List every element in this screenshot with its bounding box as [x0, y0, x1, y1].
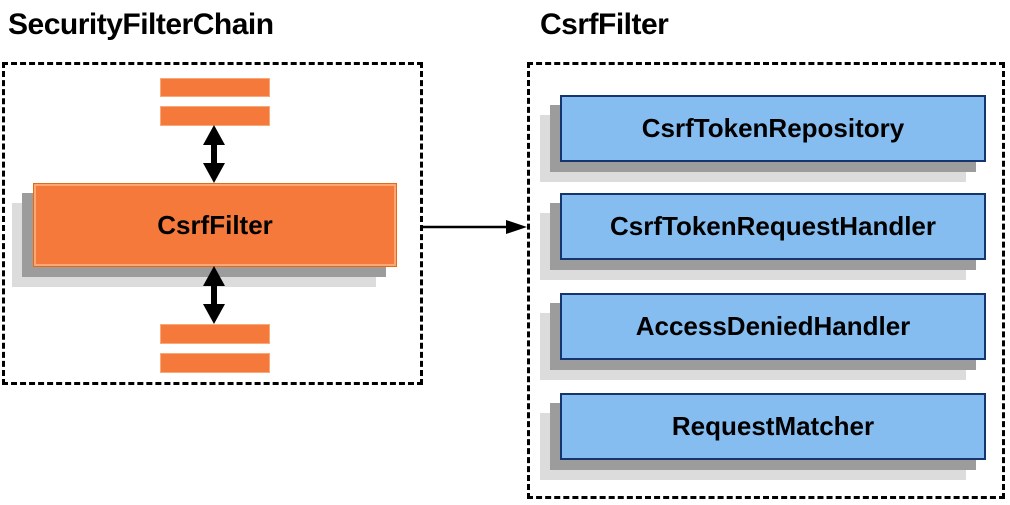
csrf-filter-node: CsrfFilter	[33, 183, 397, 267]
component-box-request-matcher: RequestMatcher	[560, 393, 986, 460]
component-label: RequestMatcher	[671, 411, 875, 441]
csrf-filter-container	[527, 62, 1005, 499]
security-filter-chain-title: SecurityFilterChain	[8, 8, 274, 41]
component-box-csrf-token-repository: CsrfTokenRepository	[560, 95, 986, 162]
filter-placeholder-bar-bottom-2	[160, 353, 270, 373]
filter-placeholder-bar-bottom-1	[160, 324, 270, 344]
filter-placeholder-bar-top-1	[160, 78, 270, 97]
security-filter-chain-container	[2, 62, 423, 385]
component-box-csrf-token-request-handler: CsrfTokenRequestHandler	[560, 193, 986, 260]
component-label: AccessDeniedHandler	[635, 311, 911, 341]
csrf-filter-node-label: CsrfFilter	[157, 209, 273, 240]
flow-arrow-icon	[422, 218, 528, 236]
component-label: CsrfTokenRepository	[641, 113, 905, 143]
filter-placeholder-bar-top-2	[160, 106, 270, 126]
bidirectional-arrow-icon-top	[200, 125, 228, 183]
bidirectional-arrow-icon-bottom	[200, 266, 228, 324]
component-box-access-denied-handler: AccessDeniedHandler	[560, 293, 986, 360]
component-label: CsrfTokenRequestHandler	[609, 211, 937, 241]
csrf-filter-title: CsrfFilter	[540, 8, 669, 41]
